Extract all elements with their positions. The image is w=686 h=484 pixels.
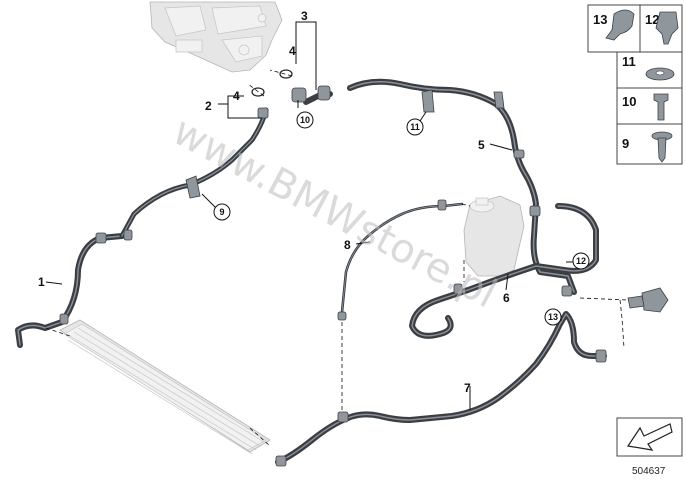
diagram-number: 504637 bbox=[632, 466, 666, 477]
circled-callout-10: 10 bbox=[296, 111, 314, 129]
callout-5: 5 bbox=[478, 138, 485, 152]
hose-5 bbox=[347, 78, 577, 295]
callout-1: 1 bbox=[38, 275, 45, 289]
hose-1 bbox=[15, 233, 125, 348]
circled-callouts: 9 10 11 12 13 bbox=[213, 111, 590, 326]
legend-item-11: 11 bbox=[616, 51, 683, 89]
auxiliary-valve bbox=[627, 287, 669, 313]
legend-panel: 13 12 11 10 9 bbox=[587, 4, 683, 165]
legend-item-13: 13 bbox=[587, 4, 641, 53]
circled-callout-12-text: 12 bbox=[576, 256, 586, 266]
callout-4a: 4 bbox=[233, 89, 240, 103]
hose-7 bbox=[275, 311, 607, 465]
callout-6: 6 bbox=[503, 291, 510, 305]
callout-2: 2 bbox=[205, 99, 212, 113]
hose-2 bbox=[119, 107, 269, 239]
callout-7: 7 bbox=[464, 381, 471, 395]
callout-3: 3 bbox=[301, 9, 308, 23]
legend-item-9: 9 bbox=[616, 123, 683, 165]
circled-callout-11: 11 bbox=[406, 118, 424, 136]
orientation-box bbox=[616, 417, 683, 457]
hose-6 bbox=[409, 203, 599, 339]
connectors bbox=[59, 85, 607, 467]
callout-4b: 4 bbox=[289, 44, 296, 58]
radiator bbox=[59, 319, 271, 455]
assembly-lines bbox=[45, 69, 629, 447]
circled-callout-9: 9 bbox=[213, 203, 231, 221]
legend-item-13-number: 13 bbox=[593, 12, 607, 27]
legend-item-12-number: 12 bbox=[645, 12, 659, 27]
callouts: 1 2 4 3 4 5 6 7 8 bbox=[38, 9, 510, 395]
legend-item-9-number: 9 bbox=[622, 136, 629, 151]
circled-callout-13-text: 13 bbox=[548, 312, 558, 322]
circled-callout-11-text: 11 bbox=[410, 122, 420, 132]
legend-item-10: 10 bbox=[616, 87, 683, 125]
circled-callout-9-text: 9 bbox=[219, 207, 224, 217]
expansion-tank bbox=[463, 195, 525, 277]
circled-callout-12: 12 bbox=[572, 252, 590, 270]
engine-block bbox=[149, 1, 283, 73]
o-rings bbox=[251, 69, 293, 97]
circled-callout-10-text: 10 bbox=[300, 115, 310, 125]
legend-item-10-number: 10 bbox=[622, 94, 636, 109]
callout-8: 8 bbox=[344, 238, 351, 252]
circled-callout-13: 13 bbox=[544, 308, 562, 326]
orientation-arrow-icon bbox=[626, 423, 673, 451]
hose-8 bbox=[340, 202, 464, 314]
legend-item-12: 12 bbox=[639, 4, 683, 53]
legend-item-11-number: 11 bbox=[622, 54, 636, 69]
